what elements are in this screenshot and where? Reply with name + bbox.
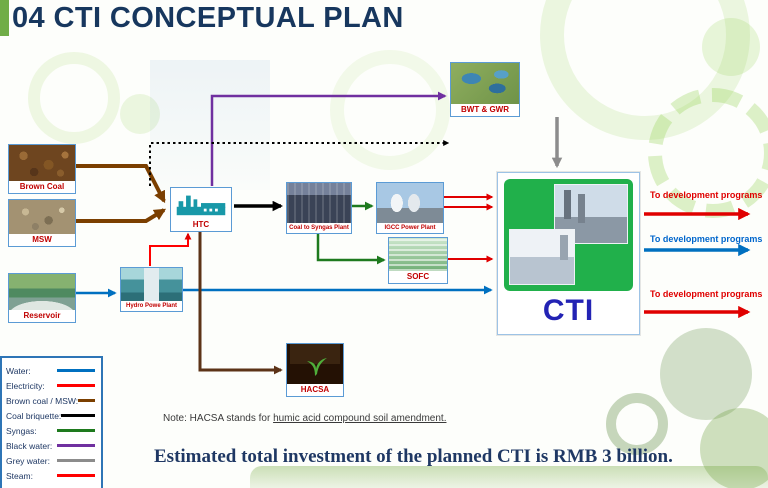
- node-sofc: SOFC: [388, 237, 448, 284]
- node-hydro-plant: Hydro Powe Plant: [120, 267, 183, 312]
- msw-photo: [9, 200, 75, 234]
- node-brown-coal: Brown Coal: [8, 144, 76, 194]
- output-text: To development programs: [650, 234, 763, 244]
- flow-blackwater-to-bwtgwr: [210, 91, 447, 186]
- reservoir-photo: [9, 274, 75, 310]
- node-label: SOFC: [389, 271, 447, 283]
- output-label-3: To development programs: [650, 289, 764, 299]
- flow-browncoal-to-htc: [76, 164, 166, 204]
- seedling-icon: [290, 344, 340, 384]
- flow-hydro-to-htc-electricity: [149, 232, 192, 266]
- power-plant-photo-2: [509, 229, 575, 285]
- deco-circle: [702, 18, 760, 76]
- legend-label: Water:: [6, 365, 31, 376]
- output-text: To development programs: [650, 190, 763, 200]
- legend-item-brown-coal-msw: Brown coal / MSW:: [6, 393, 97, 408]
- output-label-2: To development programs: [650, 234, 764, 244]
- legend-label: Brown coal / MSW:: [6, 395, 79, 406]
- factory-icon: [176, 195, 226, 215]
- output-text: To development programs: [650, 289, 763, 299]
- legend-line-swatch: [78, 399, 95, 402]
- legend-item-grey-water: Grey water:: [6, 453, 97, 468]
- sofc-photo: [389, 238, 447, 271]
- flow-syngasplant-to-sofc: [316, 234, 386, 265]
- node-label: HACSA: [287, 384, 343, 396]
- legend-item-electricity: Electricity:: [6, 378, 97, 393]
- legend-line-swatch: [57, 459, 95, 462]
- output-label-1: To development programs: [650, 190, 764, 200]
- node-bwt-gwr: BWT & GWR: [450, 62, 520, 117]
- flow-htc-to-hacsa: [198, 232, 283, 375]
- legend-line-swatch: [57, 444, 95, 447]
- legend-line-swatch: [57, 429, 95, 432]
- node-cti: CTI: [497, 172, 640, 335]
- node-hacsa: HACSA: [286, 343, 344, 397]
- node-label: Coal to Syngas Plant: [287, 223, 351, 233]
- node-reservoir: Reservoir: [8, 273, 76, 323]
- deco-circle: [700, 408, 768, 488]
- title-accent-bar: [0, 0, 9, 36]
- deco-circle: [660, 328, 752, 420]
- node-label: Brown Coal: [9, 181, 75, 193]
- legend-item-syngas: Syngas:: [6, 423, 97, 438]
- deco-greenery: [250, 466, 768, 488]
- legend-line-swatch: [57, 369, 95, 372]
- brown-coal-photo: [9, 145, 75, 181]
- node-label: IGCC Power Plant: [377, 223, 443, 233]
- hydro-plant-photo: [121, 268, 182, 301]
- legend-item-coal-briquette: Coal briquette:: [6, 408, 97, 423]
- legend-label: Electricity:: [6, 380, 45, 391]
- htc-factory-icon: [171, 188, 231, 219]
- hacsa-note: Note: HACSA stands for humic acid compou…: [163, 413, 447, 424]
- legend-label: Syngas:: [6, 425, 37, 436]
- node-coal-to-syngas: Coal to Syngas Plant: [286, 182, 352, 234]
- legend-item-water: Water:: [6, 363, 97, 378]
- legend-item-steam: Steam:: [6, 468, 97, 483]
- deco-skyline: [150, 60, 270, 190]
- legend-line-swatch: [57, 384, 95, 387]
- node-igcc: IGCC Power Plant: [376, 182, 444, 234]
- legend-label: Black water:: [6, 440, 53, 451]
- investment-statement: Estimated total investment of the planne…: [154, 446, 673, 467]
- legend-label: Coal briquette:: [6, 410, 62, 421]
- cti-label: CTI: [542, 294, 595, 327]
- flow-msw-to-htc: [76, 208, 167, 223]
- deco-circle: [606, 393, 668, 455]
- legend-label: Grey water:: [6, 455, 50, 466]
- note-underlined: humic acid compound soil amendment.: [273, 413, 447, 424]
- node-label: MSW: [9, 234, 75, 246]
- node-label: HTC: [171, 219, 231, 231]
- deco-circle: [120, 94, 160, 134]
- legend-line-swatch: [61, 414, 95, 417]
- legend-item-black-water: Black water:: [6, 438, 97, 453]
- node-label: Hydro Powe Plant: [121, 301, 182, 311]
- node-label: Reservoir: [9, 310, 75, 322]
- note-prefix: Note: HACSA stands for: [163, 413, 274, 424]
- page-title: 04 CTI CONCEPTUAL PLAN: [12, 2, 404, 34]
- legend-box: Water: Electricity: Brown coal / MSW: Co…: [0, 356, 103, 488]
- legend-label: Steam:: [6, 470, 33, 481]
- legend-line-swatch: [57, 474, 95, 477]
- cti-photo-panel: [504, 179, 633, 291]
- igcc-photo: [377, 183, 443, 223]
- node-htc: HTC: [170, 187, 232, 232]
- syngas-plant-photo: [287, 183, 351, 223]
- node-msw: MSW: [8, 199, 76, 247]
- bwt-gwr-photo: [451, 63, 519, 104]
- flow-htc-briquette-dashed: [149, 140, 450, 186]
- hacsa-photo: [287, 344, 343, 384]
- node-label: BWT & GWR: [451, 104, 519, 116]
